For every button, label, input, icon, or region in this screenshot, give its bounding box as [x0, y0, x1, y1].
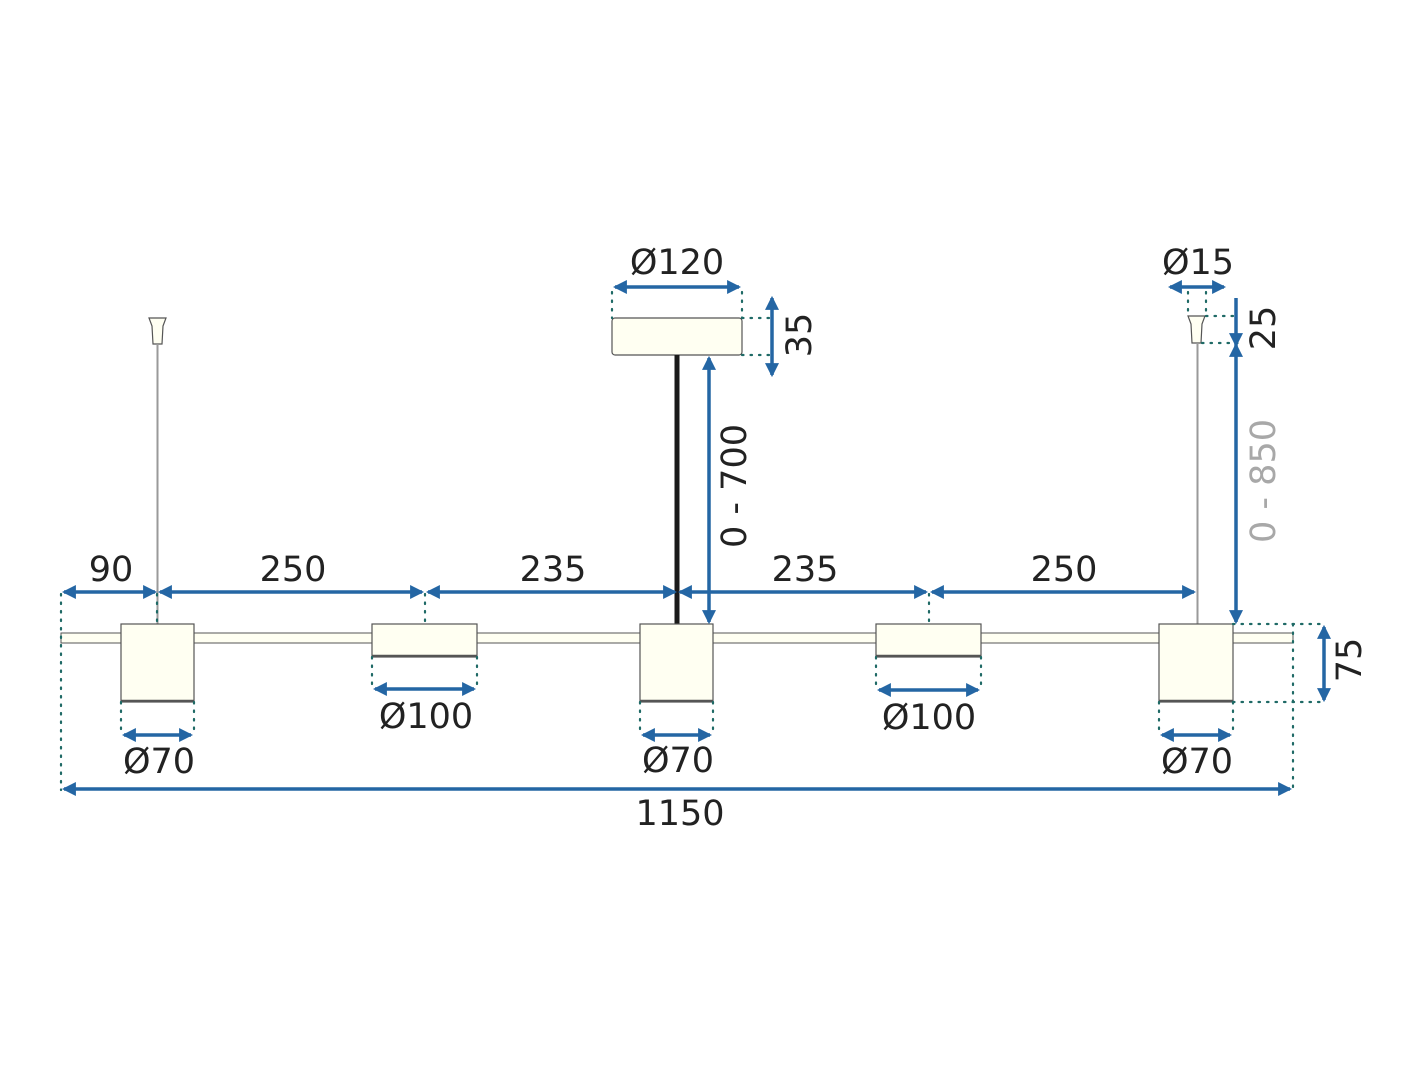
shade-small-left — [120, 623, 195, 703]
spacing-2-label: 235 — [520, 550, 587, 590]
left-wire-clamp — [148, 317, 167, 345]
wire-length-label: 0 - 850 — [1244, 419, 1284, 543]
right-wire-clamp — [1187, 315, 1206, 344]
ceiling-canopy — [611, 317, 743, 356]
extension-lines — [59, 290, 1327, 792]
canopy-diameter-label: Ø120 — [630, 243, 724, 283]
shade-small-center — [639, 623, 714, 703]
shade-wide-right — [875, 623, 982, 658]
rod-length-label: 0 - 700 — [715, 424, 755, 548]
canopy-height-label: 35 — [780, 313, 820, 358]
small-shade-center-diameter-label: Ø70 — [642, 741, 714, 781]
left-offset-label: 90 — [89, 550, 134, 590]
shade-wide-left — [371, 623, 478, 658]
spacing-3-label: 235 — [772, 550, 839, 590]
wide-shade-left-diameter-label: Ø100 — [379, 697, 473, 737]
spacing-1-label: 250 — [260, 550, 327, 590]
shade-height-label: 75 — [1330, 638, 1370, 683]
clamp-diameter-label: Ø15 — [1162, 243, 1234, 283]
shade-small-right — [1158, 623, 1234, 703]
overall-length-label: 1150 — [635, 794, 724, 834]
small-shade-right-diameter-label: Ø70 — [1161, 742, 1233, 782]
small-shade-left-diameter-label: Ø70 — [123, 742, 195, 782]
wide-shade-right-diameter-label: Ø100 — [882, 698, 976, 738]
spacing-4-label: 250 — [1031, 550, 1098, 590]
dimension-arrows — [61, 280, 1331, 796]
clamp-height-label: 25 — [1244, 306, 1284, 351]
